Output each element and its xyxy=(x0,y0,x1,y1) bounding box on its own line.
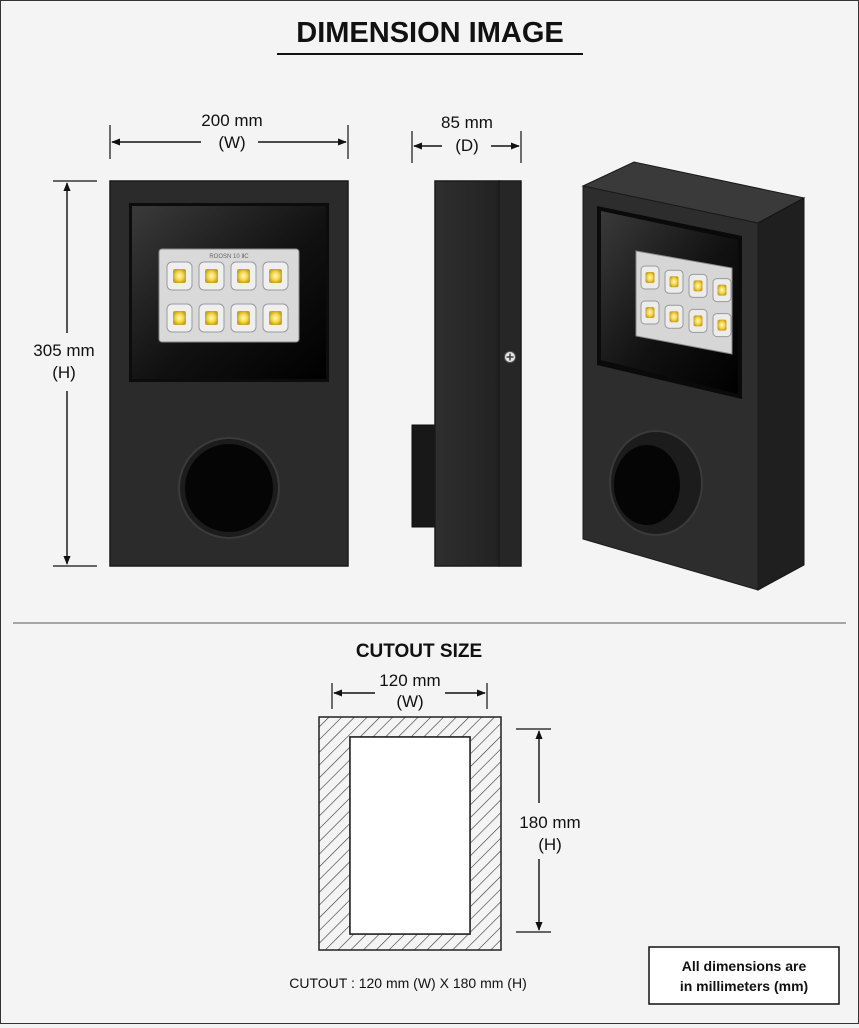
perspective-led-board xyxy=(635,250,733,355)
front-height-value: 305 mm xyxy=(33,341,94,360)
front-led-board: ROOSN 10 ⅡC xyxy=(158,248,300,343)
cutout-height-dimension: 180 mm (H) xyxy=(516,728,581,933)
led-module xyxy=(640,265,660,290)
cutout-rectangle xyxy=(318,716,502,951)
cutout-heading: CUTOUT SIZE xyxy=(356,641,482,662)
front-height-tag: (H) xyxy=(52,363,76,382)
cutout-width-dimension: 120 mm (W) xyxy=(331,671,488,711)
perspective-cable-port xyxy=(609,430,703,536)
front-width-dimension: 200 mm (W) xyxy=(109,111,349,159)
side-depth-tag: (D) xyxy=(455,136,479,155)
side-depth-dimension: 85 mm (D) xyxy=(411,113,522,163)
units-note: All dimensions are in millimeters (mm) xyxy=(648,946,840,1005)
led-module xyxy=(664,304,684,329)
front-height-dimension: 305 mm (H) xyxy=(33,180,97,567)
led-board-brand: ROOSN 10 ⅡC xyxy=(209,254,249,260)
led-module xyxy=(688,308,708,333)
led-module xyxy=(230,303,257,333)
units-note-line2: in millimeters (mm) xyxy=(680,978,808,994)
led-module xyxy=(230,261,257,291)
page-title: DIMENSION IMAGE xyxy=(296,17,563,49)
led-module xyxy=(166,303,193,333)
cutout-height-value: 180 mm xyxy=(519,813,580,832)
led-module xyxy=(198,261,225,291)
cutout-height-tag: (H) xyxy=(538,835,562,854)
side-screw-icon xyxy=(504,351,516,363)
front-width-tag: (W) xyxy=(218,133,245,152)
side-bezel xyxy=(498,180,522,567)
side-conduit xyxy=(411,424,438,528)
led-module xyxy=(166,261,193,291)
led-module xyxy=(198,303,225,333)
side-body xyxy=(434,180,500,567)
front-view: ROOSN 10 ⅡC xyxy=(109,180,349,567)
led-module xyxy=(712,278,732,303)
front-width-value: 200 mm xyxy=(201,111,262,130)
cutout-caption: CUTOUT : 120 mm (W) X 180 mm (H) xyxy=(289,975,527,991)
led-module xyxy=(262,261,289,291)
cutout-width-value: 120 mm xyxy=(379,671,440,690)
led-module xyxy=(640,300,660,325)
perspective-side-face xyxy=(757,197,805,591)
led-module xyxy=(688,273,708,298)
perspective-view xyxy=(581,161,806,591)
led-module xyxy=(664,269,684,294)
front-led-array xyxy=(166,261,289,333)
cutout-width-tag: (W) xyxy=(396,692,423,711)
side-depth-value: 85 mm xyxy=(441,113,493,132)
led-module xyxy=(712,313,732,338)
front-cable-port xyxy=(178,437,280,539)
side-view xyxy=(411,180,522,567)
perspective-led-array xyxy=(640,265,732,338)
units-note-line1: All dimensions are xyxy=(682,958,807,974)
led-module xyxy=(262,303,289,333)
